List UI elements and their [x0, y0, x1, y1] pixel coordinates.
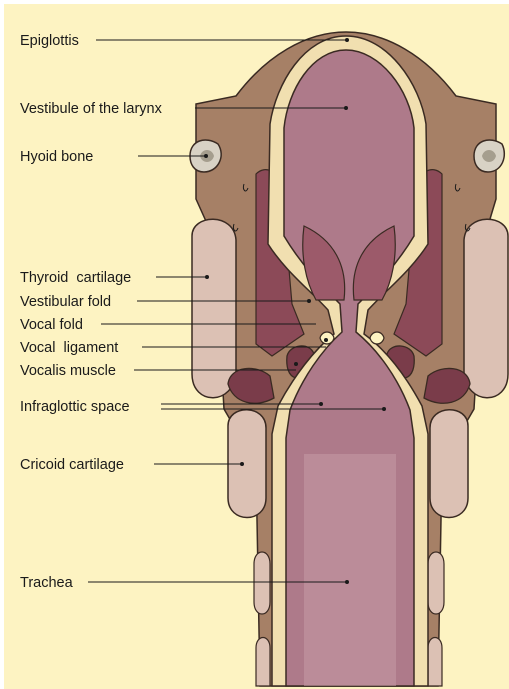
thyroid-cartilage-left	[192, 219, 236, 398]
label-epiglottis: Epiglottis	[20, 33, 79, 49]
label-cricoid-cartilage: Cricoid cartilage	[20, 457, 124, 473]
label-hyoid-bone: Hyoid bone	[20, 149, 93, 165]
tracheal-ring	[254, 552, 270, 614]
diagram-panel: Epiglottis Vestibule of the larynx Hyoid…	[4, 4, 509, 689]
label-trachea: Trachea	[20, 575, 74, 591]
tracheal-ring	[256, 638, 270, 687]
label-vocal-ligament: Vocal ligament	[20, 340, 118, 356]
labels: Epiglottis Vestibule of the larynx Hyoid…	[20, 33, 163, 591]
tracheal-ring	[428, 638, 442, 687]
vocal-ligament-right	[370, 332, 384, 344]
label-infraglottic-space: Infraglottic space	[20, 399, 130, 415]
lumen-highlight	[304, 454, 396, 686]
label-vestibular-fold: Vestibular fold	[20, 294, 111, 310]
cricoid-cartilage-right	[430, 410, 468, 518]
label-vocal-fold: Vocal fold	[20, 317, 83, 333]
tracheal-ring	[428, 552, 444, 614]
larynx-coronal-section-diagram: Epiglottis Vestibule of the larynx Hyoid…	[4, 4, 509, 689]
label-thyroid-cartilage: Thyroid cartilage	[20, 270, 131, 286]
label-vestibule: Vestibule of the larynx	[20, 101, 163, 117]
thyroid-cartilage-right	[464, 219, 508, 398]
label-vocalis-muscle: Vocalis muscle	[20, 363, 116, 379]
vocal-ligament-left	[320, 332, 334, 344]
